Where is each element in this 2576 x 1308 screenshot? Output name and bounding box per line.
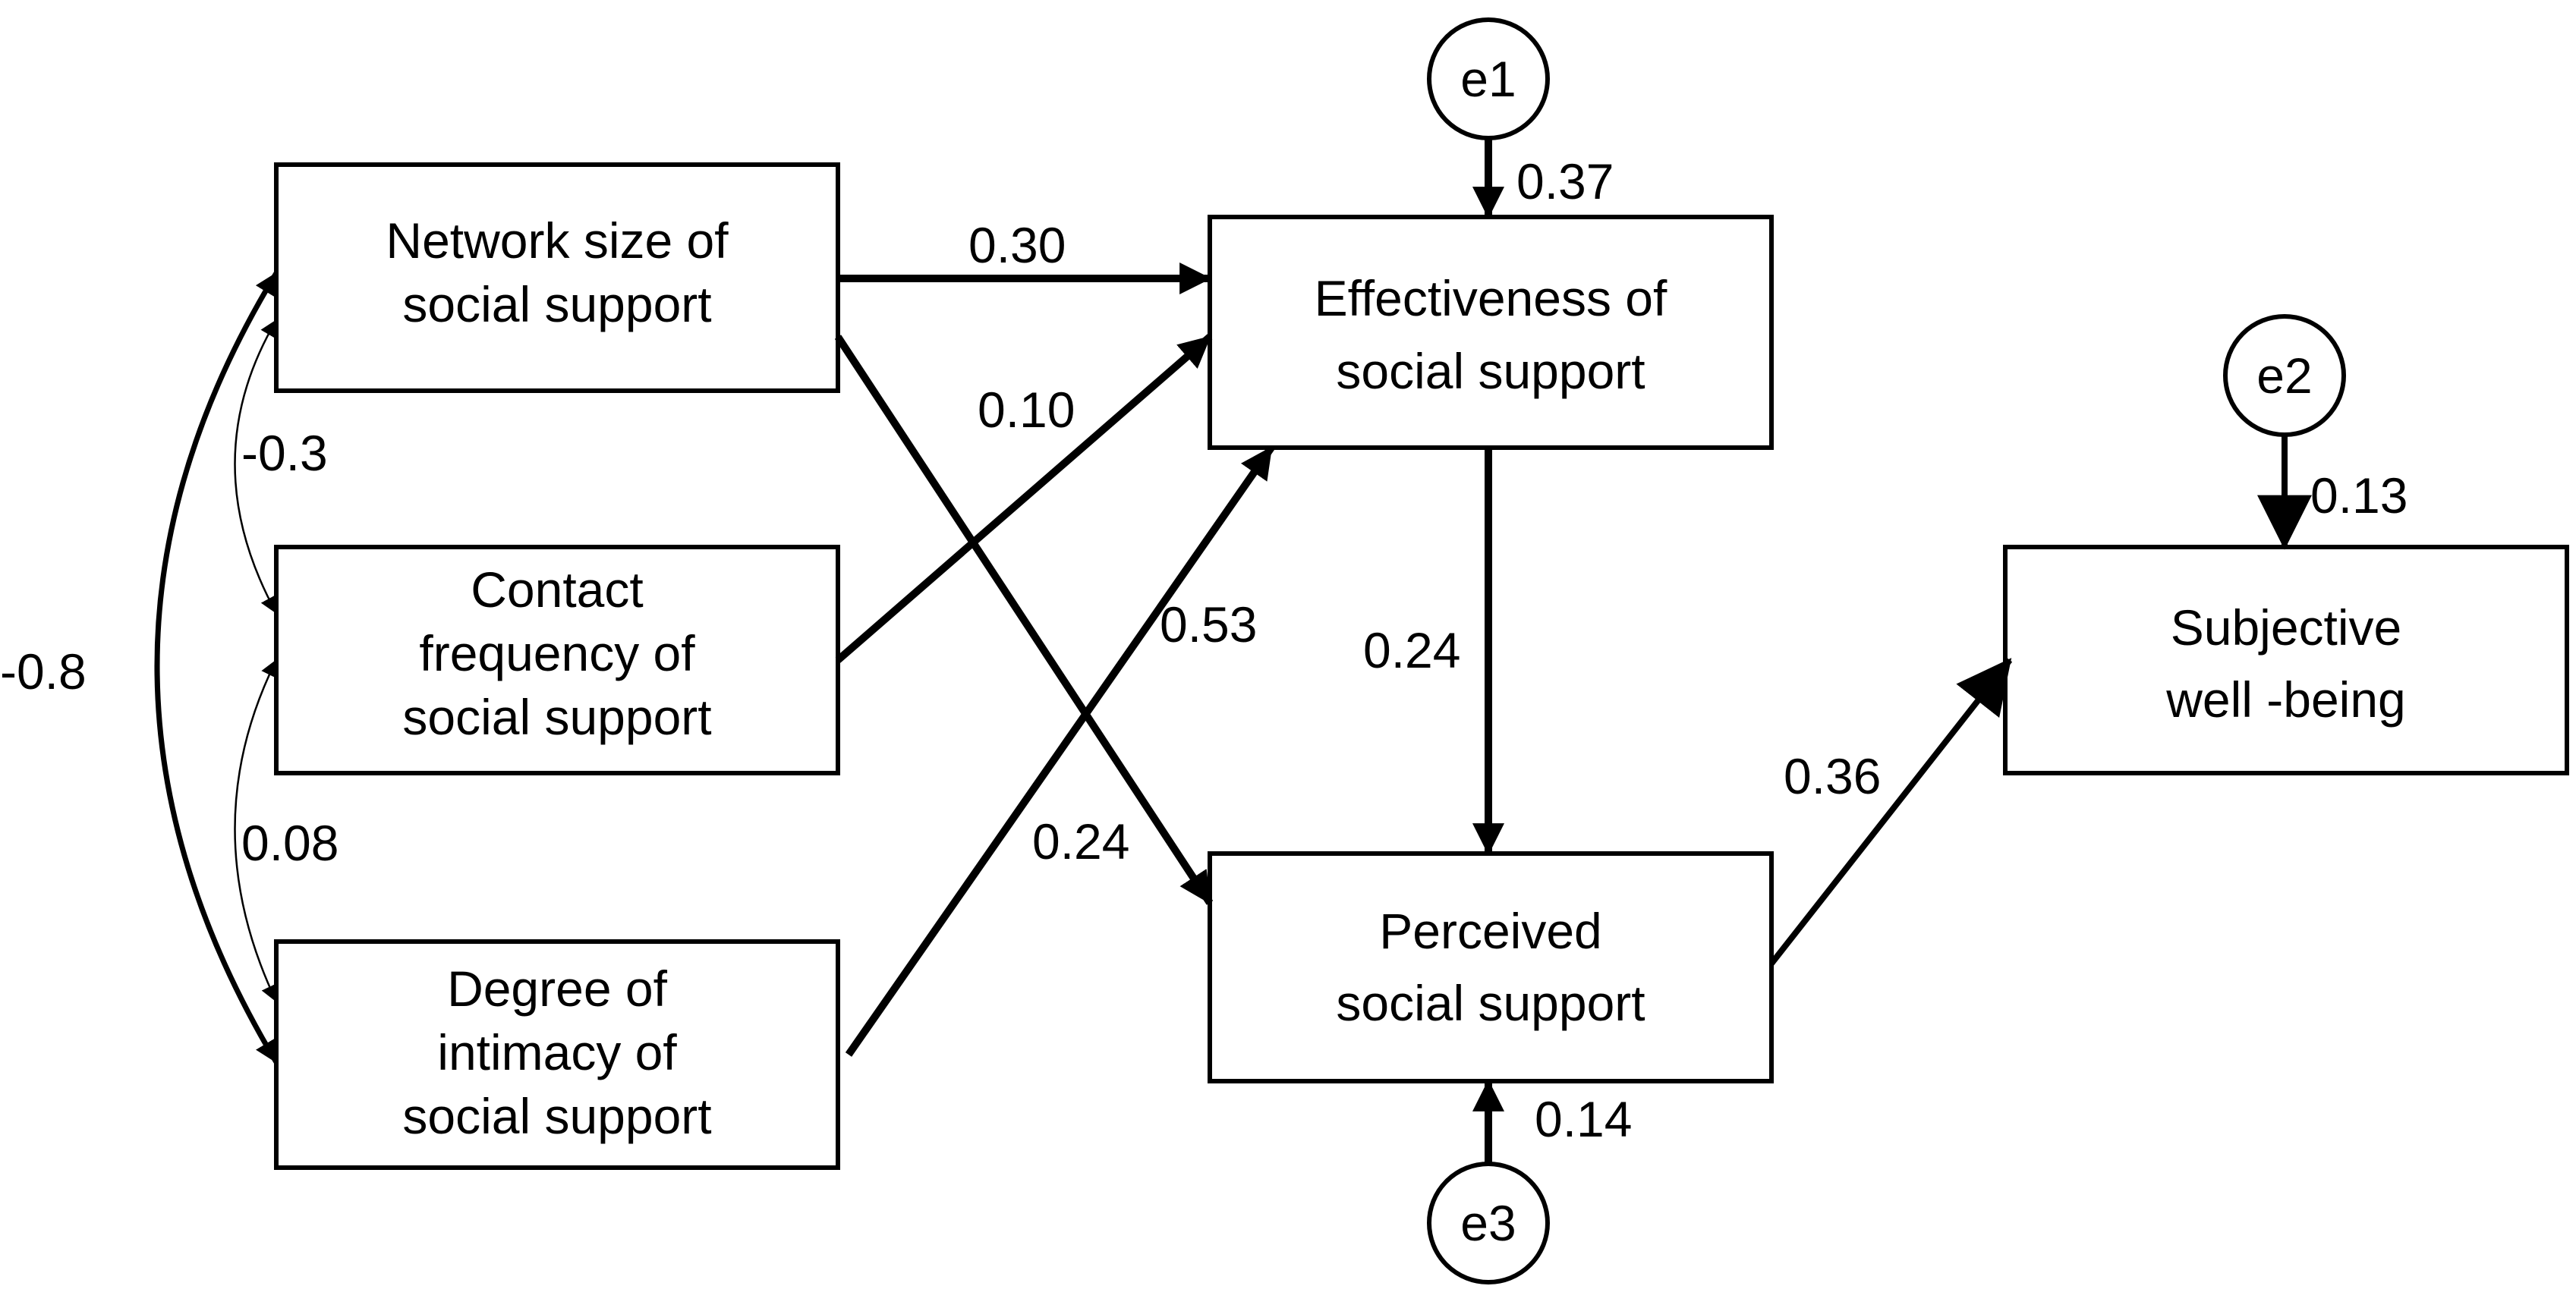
node-label-line: Network size of: [386, 212, 729, 269]
node-network-size: Network size of social support: [274, 162, 840, 393]
path-network-to-perceived: [834, 335, 1214, 905]
node-label-line: Contact: [471, 561, 643, 618]
path-intimacy-to-effectiveness: [845, 445, 1275, 1057]
node-label-line: Subjective: [2171, 599, 2402, 656]
coef-intimacy-to-effectiveness: 0.53: [1160, 596, 1257, 652]
error-e1: e1: [1427, 17, 1550, 140]
coef-cov-contact-intimacy: 0.08: [241, 815, 339, 871]
error-label: e2: [2256, 347, 2312, 404]
path-contact-to-effectiveness: [835, 334, 1213, 663]
node-label-line: social support: [1336, 975, 1645, 1031]
coef-contact-to-effectiveness: 0.10: [978, 382, 1075, 438]
node-label-line: social support: [402, 276, 711, 332]
node-intimacy: Degree of intimacy of social support: [274, 939, 840, 1170]
node-wellbeing: Subjective well -being: [2003, 545, 2569, 775]
node-label-line: frequency of: [419, 625, 695, 681]
node-label-line: social support: [402, 1088, 711, 1144]
error-label: e1: [1460, 51, 1516, 107]
coef-network-to-effectiveness: 0.30: [968, 217, 1066, 273]
node-label-line: Degree of: [447, 961, 668, 1017]
error-e3: e3: [1427, 1162, 1550, 1284]
cov-network-intimacy: [154, 272, 279, 1064]
coef-e2-to-wellbeing: 0.13: [2310, 467, 2408, 524]
node-label-line: intimacy of: [437, 1024, 677, 1080]
node-label-line: Effectiveness of: [1315, 270, 1667, 326]
coef-cov-network-intimacy: -0.8: [0, 643, 87, 700]
error-e2: e2: [2223, 314, 2346, 437]
coef-effectiveness-to-perceived: 0.24: [1363, 622, 1460, 678]
error-label: e3: [1460, 1195, 1516, 1251]
coef-cov-network-contact: -0.3: [241, 425, 328, 481]
node-effectiveness: Effectiveness of social support: [1208, 215, 1774, 450]
node-label-line: social support: [1336, 343, 1645, 399]
node-perceived: Perceived social support: [1208, 851, 1774, 1083]
node-contact-frequency: Contact frequency of social support: [274, 545, 840, 775]
coef-e3-to-perceived: 0.14: [1535, 1091, 1632, 1147]
coef-perceived-to-wellbeing: 0.36: [1784, 748, 1881, 804]
path-perceived-to-wellbeing: [1768, 658, 2013, 966]
node-label-line: Perceived: [1379, 903, 1602, 959]
coef-network-to-perceived: 0.24: [1032, 813, 1129, 869]
coef-e1-to-effectiveness: 0.37: [1516, 153, 1614, 209]
node-label-line: well -being: [2165, 671, 2406, 728]
node-label-line: social support: [402, 689, 711, 745]
